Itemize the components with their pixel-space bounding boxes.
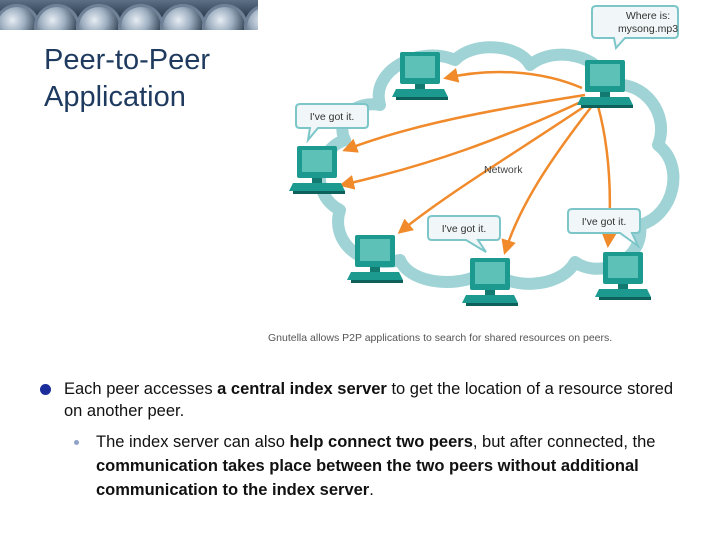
arrow-to-left-peer (342, 93, 586, 153)
callout-got-it-left: I've got it. (295, 103, 369, 144)
bullet-1-text-1: Each peer accesses (64, 380, 218, 398)
callout-got-it-center: I've got it. (427, 215, 501, 253)
callout-got-it-right-label: I've got it. (582, 216, 627, 228)
peer-computer-top (392, 52, 448, 100)
bullet-2-bold-2: communication takes place between the tw… (96, 457, 639, 499)
bullet-dot-icon (40, 384, 51, 395)
diagram-caption: Gnutella allows P2P applications to sear… (268, 332, 613, 344)
bullet-2-bold-1: help connect two peers (289, 433, 473, 451)
arrow-to-bottom-center-peer (501, 105, 593, 255)
slide-title-line-1: Peer-to-Peer (44, 44, 211, 76)
arrow-to-mid-left-peer (339, 98, 586, 190)
callout-where-is-line-1: Where is: (626, 10, 670, 22)
callout-got-it-left-label: I've got it. (310, 111, 355, 123)
p2p-network-diagram: Where is: mysong.mp3 I've got it. I've g… (289, 5, 680, 306)
peer-computer-bottom-right (595, 252, 651, 300)
bullet-item-2: The index server can also help connect t… (74, 430, 690, 502)
bullet-2-text-3: . (369, 481, 374, 499)
peer-computer-bottom-left (347, 235, 403, 283)
arrow-to-bottom-left-peer (397, 102, 589, 234)
bullet-item-1: Each peer accesses a central index serve… (40, 378, 690, 422)
bullet-2-text-1: The index server can also (96, 433, 290, 451)
header-banner-image (0, 0, 258, 30)
arrow-to-top-peer (443, 68, 583, 90)
peer-computer-left (289, 146, 345, 194)
peer-computer-bottom-center (462, 258, 518, 306)
network-label: Network (484, 164, 523, 176)
slide-title: Peer-to-Peer Application (44, 42, 210, 116)
callout-got-it-center-label: I've got it. (442, 223, 487, 235)
callout-where-is: Where is: mysong.mp3 (591, 5, 679, 51)
peer-computer-requester (577, 60, 633, 108)
callout-got-it-right: I've got it. (567, 208, 641, 250)
bullet-1-bold-1: a central index server (217, 380, 387, 398)
sub-bullet-dot-icon (74, 440, 79, 445)
bullet-2-text-2: , but after connected, the (472, 433, 656, 451)
callout-where-is-line-2: mysong.mp3 (618, 23, 678, 35)
slide-title-line-2: Application (44, 81, 186, 113)
bullet-1-text-2: to get the location of a resource stored… (64, 380, 674, 420)
bullet-list: Each peer accesses a central index serve… (40, 378, 690, 502)
